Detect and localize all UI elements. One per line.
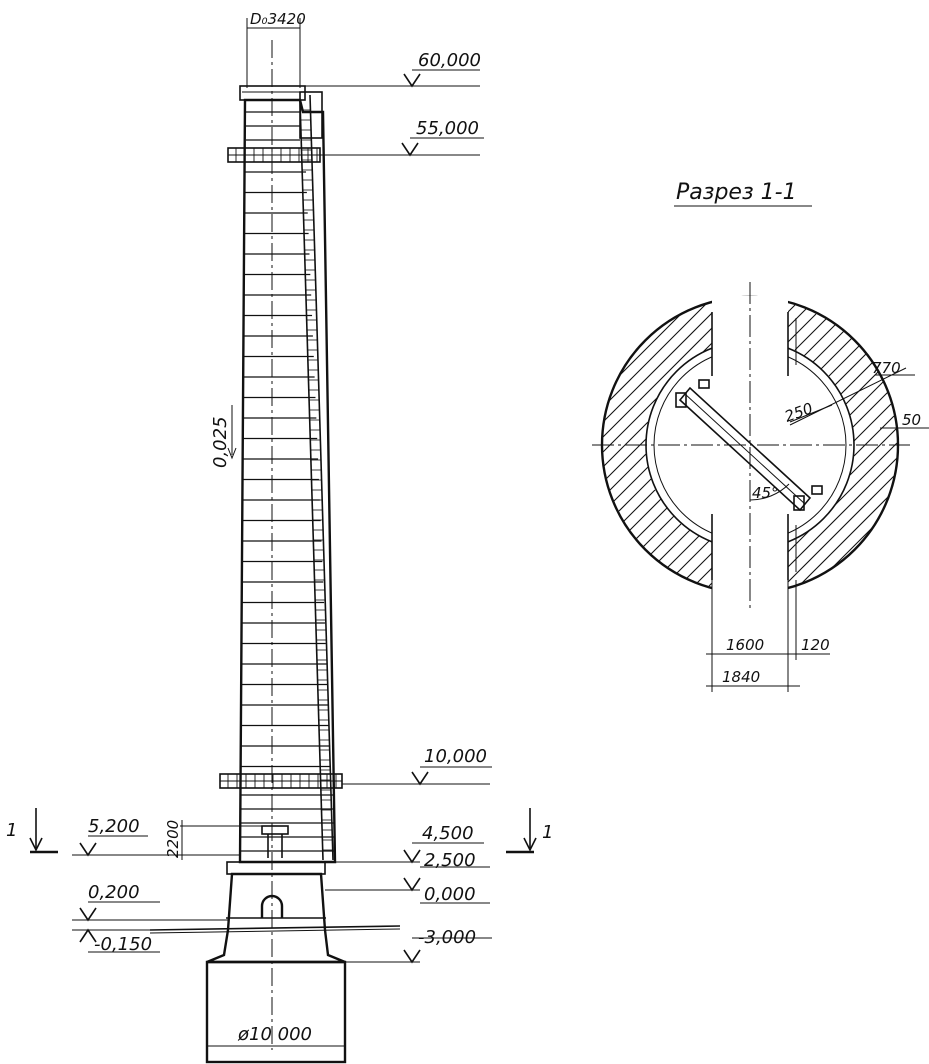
svg-text:0,200: 0,200 [88, 882, 140, 903]
svg-text:2,500: 2,500 [424, 850, 476, 871]
mark-minus-0-15: -0,150 [72, 928, 160, 955]
mark-10: 10,000 [342, 746, 492, 786]
svg-text:1: 1 [542, 822, 553, 843]
svg-text:2200: 2200 [164, 820, 182, 858]
svg-text:10,000: 10,000 [424, 746, 487, 767]
dim-120: 120 [801, 636, 830, 654]
mark-55: 55,000 [320, 118, 484, 157]
section-title: Разрез 1-1 [676, 180, 797, 205]
ladder-outer-edge [309, 94, 334, 861]
elevation-marks-right: 60,000 55,000 10,000 4,500 2,500 [300, 50, 492, 964]
base-diameter-label: ø10 000 [237, 1024, 312, 1045]
foundation [205, 960, 347, 1064]
svg-text:-0,150: -0,150 [94, 934, 152, 955]
mark-4-5: 4,500 [335, 823, 484, 864]
svg-text:55,000: 55,000 [416, 118, 479, 139]
diagonal-baffle [675, 379, 823, 512]
svg-text:4,500: 4,500 [422, 823, 474, 844]
base-belt [226, 861, 326, 875]
brick-courses [240, 109, 334, 852]
mark-minus-3: -3,000 [345, 927, 492, 964]
dim-1840: 1840 [722, 668, 760, 686]
chimney-shaft [238, 98, 337, 864]
svg-text:1: 1 [6, 820, 17, 841]
dim-770: 770 [872, 359, 901, 377]
top-diameter-dimension: D₀3420 [246, 10, 306, 88]
mark-60: 60,000 [300, 50, 481, 88]
mark-2-5: 2,500 [420, 850, 490, 871]
mark-0: 0,000 [325, 877, 490, 905]
chimney-elevation: D₀3420 [149, 10, 401, 1064]
mark-0-2: 0,200 [72, 882, 228, 922]
svg-text:5,200: 5,200 [88, 816, 140, 837]
svg-text:60,000: 60,000 [418, 50, 481, 71]
dim-1600: 1600 [726, 636, 764, 654]
flue-opening [260, 894, 284, 918]
slope-label: 0,025 [210, 416, 231, 468]
angle-label: 45° [752, 484, 779, 502]
opening-lintel [261, 825, 289, 835]
section-marker-left: 1 [6, 808, 58, 854]
section-1-1: Разрез 1-1 45° [592, 180, 929, 692]
dim-250: 250 [782, 399, 815, 426]
top-diameter-label: D₀3420 [250, 10, 306, 28]
section-marker-right: 1 [506, 808, 553, 854]
angle-arc [749, 483, 790, 501]
ground-line [149, 925, 401, 931]
dim-50: 50 [902, 411, 921, 429]
mark-5-2: 5,200 [72, 816, 240, 857]
opening-height-dimension: 2200 [164, 820, 265, 860]
svg-text:-3,000: -3,000 [418, 927, 476, 948]
svg-text:0,000: 0,000 [424, 884, 476, 905]
elevation-marks-left: 5,200 0,200 -0,150 2200 [72, 816, 265, 955]
base-diameter-dimension: ø10 000 [206, 1024, 346, 1062]
